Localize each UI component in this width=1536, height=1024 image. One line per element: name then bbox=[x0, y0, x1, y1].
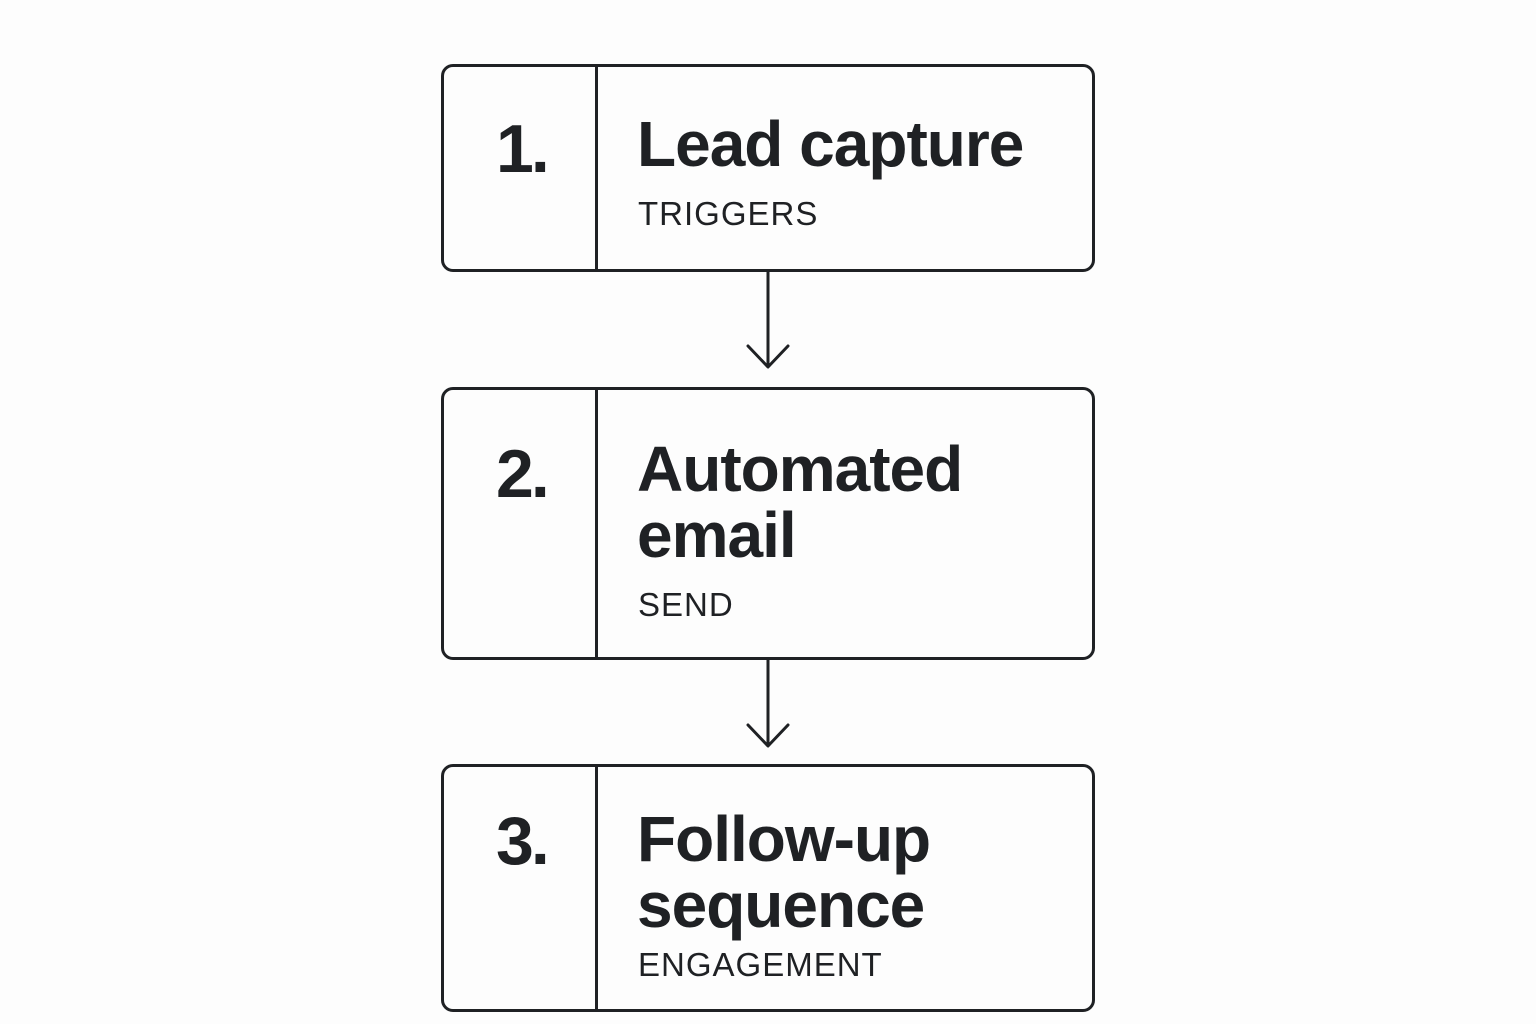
step-subtitle: TRIGGERS bbox=[638, 195, 819, 232]
step-divider bbox=[595, 767, 598, 1009]
step-title: Lead capture bbox=[637, 108, 1024, 180]
step-divider bbox=[595, 390, 598, 657]
arrow-step1-to-step2 bbox=[746, 270, 790, 369]
arrow-step2-to-step3 bbox=[746, 658, 790, 748]
step-subtitle: ENGAGEMENT bbox=[638, 946, 883, 983]
step-title: Automated email bbox=[637, 433, 963, 571]
step-title: Follow-up sequence bbox=[637, 803, 931, 941]
step-title-line: Follow-up bbox=[637, 803, 931, 875]
step-number: 2. bbox=[496, 436, 550, 512]
step-title-line: sequence bbox=[637, 869, 925, 941]
step-number: 3. bbox=[496, 803, 550, 879]
step-title-line: email bbox=[637, 499, 797, 571]
step-card-follow-up-sequence: 3. Follow-up sequence ENGAGEMENT bbox=[441, 764, 1095, 1012]
step-divider bbox=[595, 67, 598, 269]
step-number: 1. bbox=[496, 111, 550, 187]
step-title-line: Automated bbox=[637, 433, 963, 505]
step-subtitle: SEND bbox=[638, 586, 734, 623]
step-card-automated-email: 2. Automated email SEND bbox=[441, 387, 1095, 660]
step-title-line: Lead capture bbox=[637, 108, 1024, 180]
step-card-lead-capture: 1. Lead capture TRIGGERS bbox=[441, 64, 1095, 272]
